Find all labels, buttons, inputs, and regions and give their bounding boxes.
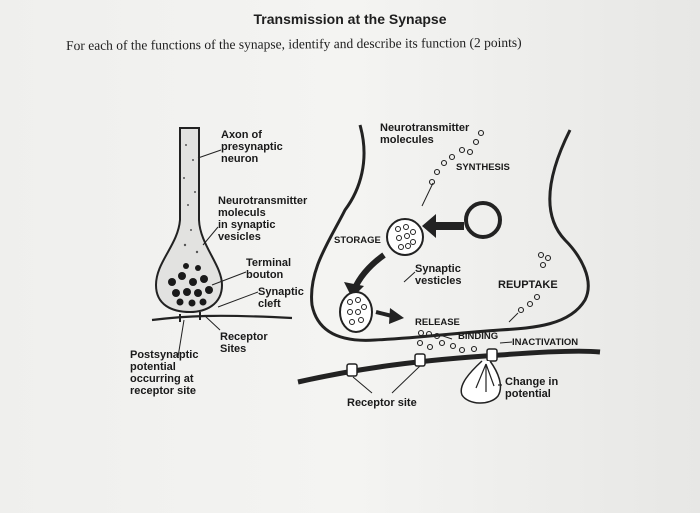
storage-arrow-head — [344, 282, 364, 298]
label-synaptic-vesicles: Synaptic vesticles — [415, 263, 462, 287]
synthesis-leader — [421, 182, 434, 207]
receptor-site-leaders — [352, 365, 421, 394]
label-terminal-bouton: Terminal bouton — [246, 257, 292, 281]
reuptake-molecules — [517, 251, 552, 314]
inactivation-leader — [499, 341, 513, 344]
storage-vesicle-molecules — [395, 224, 416, 250]
release-vesicle-molecules — [347, 297, 367, 325]
left-leader-lines — [177, 149, 259, 358]
label-synthesis: SYNTHESIS — [456, 162, 510, 173]
presynaptic-terminal — [310, 124, 590, 342]
label-nt-molecules: Neurotransmitter molecules — [380, 122, 470, 146]
release-arrow-head — [389, 308, 404, 324]
receptor-knobs — [346, 348, 498, 377]
label-storage: STORAGE — [334, 235, 381, 246]
cleft-molecules — [416, 329, 478, 354]
left-neuron-diagram — [151, 127, 293, 358]
label-synaptic-cleft: Synaptic cleft — [258, 286, 304, 310]
synthesis-to-storage-arrow — [422, 214, 464, 238]
label-postsynaptic-potential: Postsynaptic potential occurring at rece… — [130, 349, 199, 397]
label-nt-vesicles: Neurotransmitter moleculs in synaptic ve… — [218, 195, 308, 243]
reuptake-leader — [508, 312, 519, 323]
receptor-ticks — [179, 312, 201, 322]
presynaptic-axon — [154, 127, 224, 314]
synaptic-vesicles-leader — [403, 271, 416, 283]
binding-leader — [436, 333, 453, 340]
label-release: RELEASE — [415, 317, 460, 328]
axon-stipple — [183, 144, 199, 254]
potential-bulb — [460, 360, 502, 404]
release-arrow — [375, 310, 393, 318]
potential-arrows — [475, 363, 502, 392]
label-receptor-site: Receptor site — [347, 397, 417, 409]
right-synapse-diagram — [297, 124, 601, 404]
page-title: Transmission at the Synapse — [253, 11, 447, 27]
label-binding: BINDING — [458, 331, 499, 342]
label-change-in-potential: Change in potential — [505, 376, 559, 400]
label-receptor-sites: Receptor Sites — [220, 331, 268, 355]
label-reuptake: REUPTAKE — [498, 279, 558, 291]
nt-molecules-top — [428, 129, 485, 186]
vesicle-cluster — [168, 263, 213, 307]
label-axon: Axon of presynaptic neuron — [221, 129, 283, 165]
storage-to-release-arrow — [351, 252, 386, 292]
label-inactivation: INACTIVATION — [512, 337, 579, 348]
synthesis-organelle — [464, 201, 502, 239]
postsynaptic-membrane — [151, 314, 293, 322]
